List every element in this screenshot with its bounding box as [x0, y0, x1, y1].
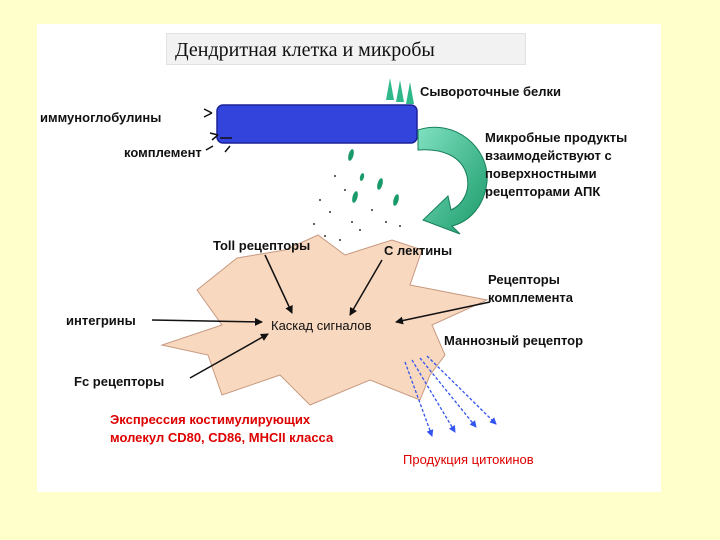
label-cytokine-production: Продукция цитокинов	[403, 452, 534, 467]
label-microbial-products-3: поверхностными	[485, 166, 597, 181]
label-microbial-products-1: Микробные продукты	[485, 130, 628, 145]
label-complement: комплемент	[124, 145, 202, 160]
label-complement-receptors-1: Рецепторы	[488, 272, 560, 287]
curved-arrow	[417, 126, 488, 235]
label-costim-expression-1: Экспрессия костимулирующих	[110, 412, 311, 427]
microbe-bar	[216, 104, 418, 144]
label-microbial-products-2: взаимодействуют с	[485, 148, 612, 163]
microbial-particles	[348, 149, 399, 206]
label-mannose-receptor: Маннозный рецептор	[444, 333, 584, 348]
label-costim-expression-2: молекул CD80, CD86, MHCII класса	[110, 430, 334, 445]
label-toll-receptors: Toll рецепторы	[213, 238, 311, 253]
label-immunoglobulins: иммуноглобулины	[40, 110, 162, 125]
serum-protein-spikes	[386, 78, 414, 104]
label-complement-receptors-2: комплемента	[488, 290, 574, 305]
label-integrins: интегрины	[66, 313, 136, 328]
label-signal-cascade: Каскад сигналов	[271, 318, 372, 333]
slide-title: Дендритная клетка и микробы	[166, 33, 526, 65]
label-fc-receptors: Fc рецепторы	[74, 374, 165, 389]
signal-arrows	[151, 254, 491, 379]
label-microbial-products-4: рецепторами АПК	[485, 184, 601, 199]
dust-dots	[313, 175, 401, 241]
label-c-lectins: С лектины	[384, 243, 453, 258]
antibody-markers	[203, 108, 232, 153]
label-serum-proteins: Сывороточные белки	[420, 84, 561, 99]
cytokine-arrows	[404, 355, 497, 437]
